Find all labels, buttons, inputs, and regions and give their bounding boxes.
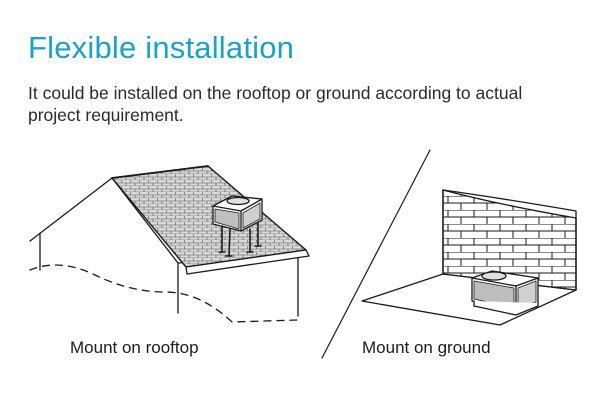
page-description: It could be installed on the rooftop or … (28, 83, 523, 125)
divider-line (321, 149, 431, 359)
house-rooftop-illustration (29, 165, 310, 323)
caption-rooftop: Mount on rooftop (70, 338, 199, 357)
page-title: Flexible installation (28, 30, 295, 65)
ground-ac-unit (471, 270, 539, 316)
caption-ground: Mount on ground (362, 338, 491, 357)
ground-mount-illustration (361, 189, 577, 326)
rooftop-ac-unit (212, 195, 263, 257)
